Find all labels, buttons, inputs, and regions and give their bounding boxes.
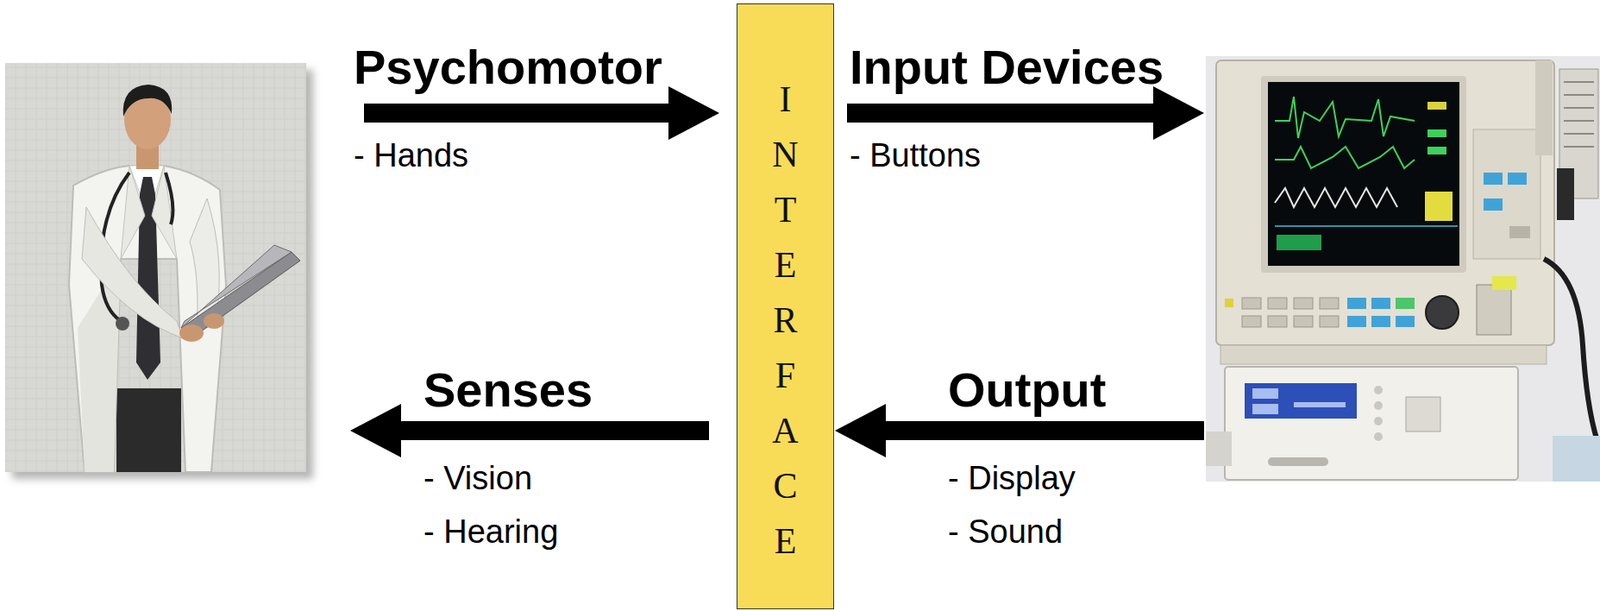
monitor-photo-part-part — [1347, 297, 1367, 309]
arrow-item: - Buttons — [849, 138, 981, 172]
monitor-photo-part — [1347, 297, 1415, 327]
monitor-photo-part — [1427, 146, 1447, 155]
interface-band: INTERFACE — [736, 3, 835, 609]
monitor-photo-part — [1374, 401, 1383, 410]
monitor-photo-part — [1483, 198, 1503, 211]
monitor-photo-part — [1424, 191, 1453, 221]
doctor-photo-part — [179, 324, 204, 342]
monitor-photo-part — [1552, 435, 1600, 482]
doctor-photo-part — [115, 316, 130, 331]
monitor-photo-part — [1395, 297, 1415, 309]
monitor-photo-part-part — [1371, 315, 1391, 327]
arrow-title: Output — [947, 365, 1106, 415]
arrow-item: - Hands — [353, 138, 469, 172]
arrow-part — [363, 86, 720, 140]
doctor-photo-part — [181, 251, 301, 339]
doctor-photo-part — [123, 84, 173, 117]
monitor-photo-part — [1374, 432, 1383, 441]
monitor-photo-part — [1507, 172, 1527, 185]
doctor-photo-part — [120, 165, 177, 259]
monitor-photo-part — [1252, 388, 1279, 399]
doctor-photo-part — [181, 244, 292, 328]
monitor-photo-part — [1492, 276, 1517, 290]
monitor-photo-part — [1224, 366, 1519, 480]
monitor-photo-part — [1261, 75, 1467, 273]
monitor-photo-part — [1274, 146, 1415, 169]
monitor-photo-part-part — [1267, 297, 1287, 309]
monitor-photo-part — [1535, 60, 1553, 156]
monitor-photo — [1205, 56, 1600, 482]
doctor-photo-part — [5, 62, 307, 472]
monitor-photo-part-part — [1293, 315, 1313, 327]
monitor-photo-part — [1224, 298, 1234, 308]
arrow-title: Senses — [423, 365, 593, 415]
monitor-photo-part — [1405, 396, 1441, 432]
arrow-item: - Display — [947, 461, 1076, 495]
doctor-photo — [5, 62, 314, 479]
monitor-photo-part-part — [1347, 315, 1367, 327]
monitor-photo-part — [1216, 60, 1555, 346]
arrow-title: Psychomotor — [353, 43, 663, 92]
doctor-photo-part — [116, 388, 182, 472]
monitor-photo-part — [1205, 431, 1232, 466]
interface-title: INTERFACE — [767, 71, 804, 569]
monitor-photo-part — [1425, 295, 1459, 329]
monitor-photo-part-part — [1242, 297, 1262, 309]
monitor-photo-part — [1274, 225, 1458, 227]
monitor-photo-part — [1220, 345, 1547, 364]
monitor-photo-part — [1483, 172, 1503, 185]
monitor-photo-part — [1427, 101, 1447, 110]
monitor-photo-part — [1276, 234, 1322, 251]
monitor-photo-part — [1274, 96, 1415, 139]
doctor-photo-part — [203, 313, 225, 329]
arrow-title: Input Devices — [849, 43, 1164, 92]
monitor-photo-part-part — [1242, 315, 1262, 327]
monitor-photo-part — [1427, 129, 1447, 138]
monitor-photo-part — [1244, 382, 1357, 419]
monitor-photo-part — [1374, 416, 1383, 426]
doctor-photo-part — [81, 207, 183, 339]
monitor-photo-part — [1476, 284, 1512, 335]
monitor-photo-part-part — [1267, 315, 1287, 327]
monitor-photo-part — [1293, 401, 1346, 408]
monitor-photo-part-part — [1371, 297, 1391, 309]
monitor-photo-part — [1205, 56, 1600, 482]
arrow-item: - Sound — [947, 514, 1063, 548]
arrow-item: - Hearing — [423, 514, 559, 548]
monitor-photo-part-part — [1293, 297, 1313, 309]
monitor-photo-part — [1242, 297, 1339, 327]
monitor-photo-part — [1374, 385, 1383, 395]
monitor-photo-part-part — [1319, 297, 1339, 309]
monitor-photo-part — [1274, 188, 1398, 208]
monitor-photo-part — [1563, 81, 1594, 147]
monitor-photo-part — [1556, 168, 1575, 220]
monitor-photo-part — [1473, 129, 1541, 259]
arrow-part — [847, 86, 1205, 140]
monitor-photo-part — [1267, 457, 1329, 466]
monitor-photo-part — [1267, 81, 1460, 266]
arrow-item: - Vision — [423, 461, 533, 495]
doctor-photo-part — [165, 172, 173, 225]
monitor-photo-part-part — [1395, 315, 1415, 327]
monitor-photo-part — [1252, 403, 1279, 415]
monitor-photo-part — [1509, 225, 1531, 239]
monitor-photo-part-part — [1319, 315, 1339, 327]
monitor-photo-part — [1543, 258, 1600, 449]
